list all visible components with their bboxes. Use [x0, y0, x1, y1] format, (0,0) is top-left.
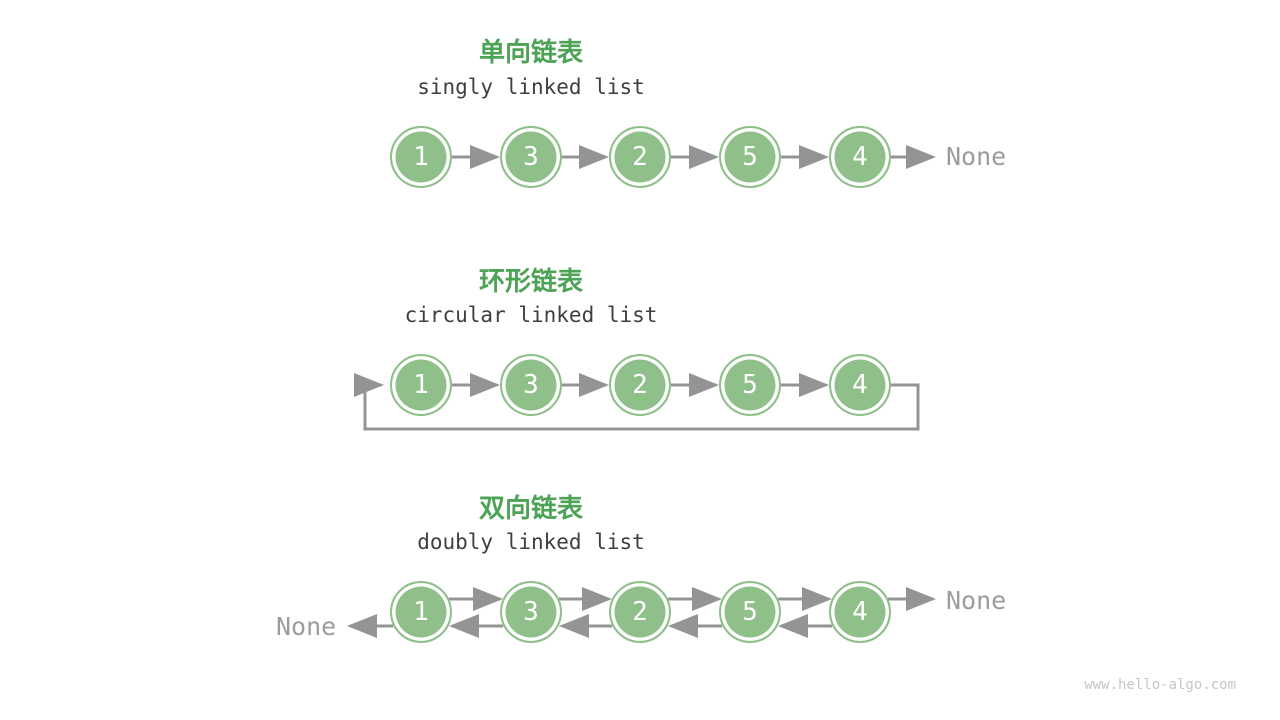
node-value: 4 — [852, 597, 868, 627]
node-value: 4 — [852, 370, 868, 400]
node-circular-0: 1 — [390, 354, 452, 416]
singly-none-label: None — [946, 142, 1007, 171]
node-value: 2 — [632, 597, 648, 627]
node-circular-2: 2 — [609, 354, 671, 416]
node-value: 3 — [523, 597, 539, 627]
node-value: 2 — [632, 142, 648, 172]
node-singly-3: 5 — [719, 126, 781, 188]
node-value: 3 — [523, 370, 539, 400]
circular-title-zh: 环形链表 — [478, 266, 583, 296]
node-doubly-2: 2 — [609, 581, 671, 643]
node-circular-1: 3 — [500, 354, 562, 416]
node-singly-2: 2 — [609, 126, 671, 188]
node-value: 1 — [413, 597, 429, 627]
node-doubly-4: 4 — [829, 581, 891, 643]
node-value: 1 — [413, 370, 429, 400]
node-singly-4: 4 — [829, 126, 891, 188]
node-value: 3 — [523, 142, 539, 172]
node-value: 5 — [742, 597, 758, 627]
node-doubly-1: 3 — [500, 581, 562, 643]
circular-title-en: circular linked list — [404, 303, 658, 327]
node-doubly-0: 1 — [390, 581, 452, 643]
node-value: 5 — [742, 370, 758, 400]
node-circular-3: 5 — [719, 354, 781, 416]
node-singly-0: 1 — [390, 126, 452, 188]
node-value: 4 — [852, 142, 868, 172]
watermark: www.hello-algo.com — [1084, 677, 1236, 693]
singly-title-zh: 单向链表 — [478, 37, 583, 67]
node-circular-4: 4 — [829, 354, 891, 416]
doubly-none-label-right: None — [946, 586, 1007, 615]
node-value: 5 — [742, 142, 758, 172]
arrow-circular-loop-back — [354, 373, 920, 431]
node-singly-1: 3 — [500, 126, 562, 188]
doubly-title-zh: 双向链表 — [478, 493, 583, 523]
node-value: 1 — [413, 142, 429, 172]
node-value: 2 — [632, 370, 648, 400]
singly-title-en: singly linked list — [417, 75, 645, 99]
doubly-none-label-left: None — [276, 612, 337, 641]
node-doubly-3: 5 — [719, 581, 781, 643]
doubly-title-en: doubly linked list — [417, 530, 645, 554]
